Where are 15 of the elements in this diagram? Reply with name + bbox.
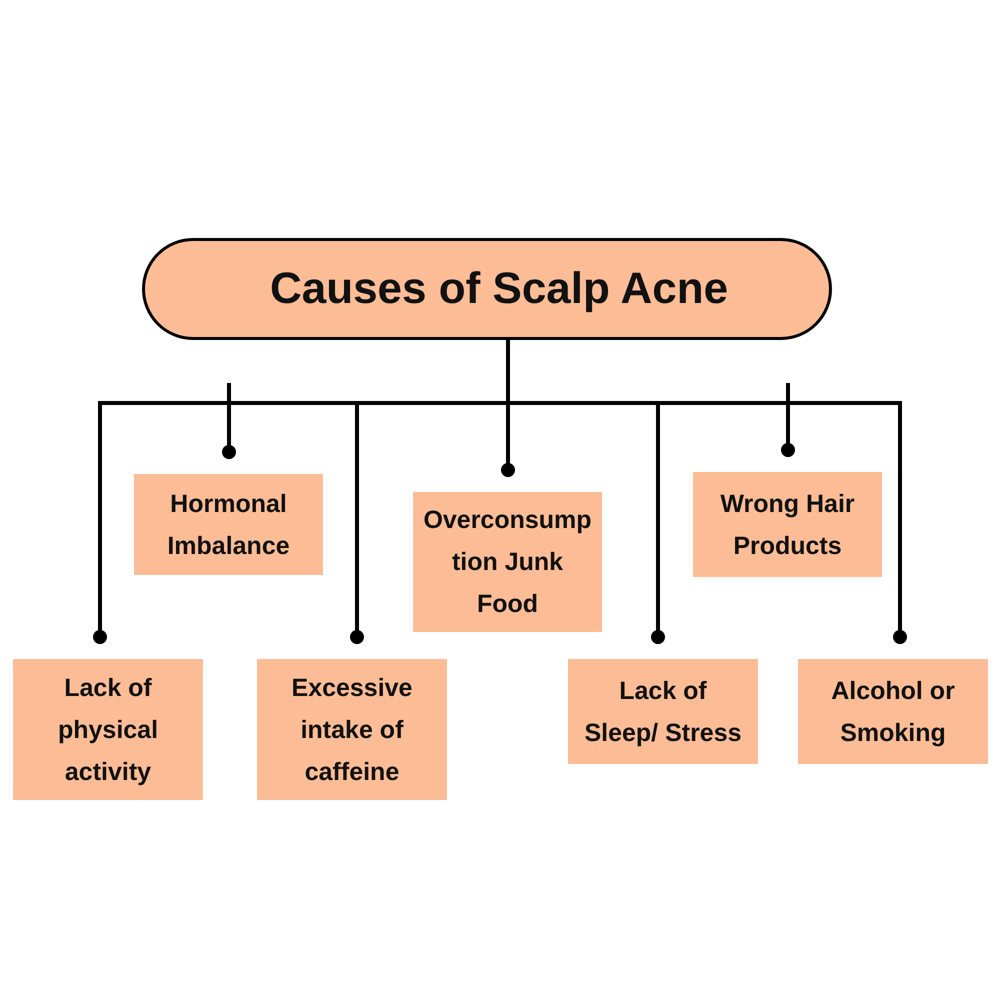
cause-label: Hormonal Imbalance: [166, 488, 291, 562]
cause-box: [257, 659, 447, 800]
cause-label: Alcohol or Smoking: [830, 676, 956, 748]
cause-label: Wrong Hair Products: [719, 488, 856, 562]
cause-box: [568, 659, 758, 764]
cause-box: [134, 474, 323, 575]
title-text: Causes of Scalp Acne: [268, 262, 730, 315]
cause-label: Overconsumption Junk Food: [422, 505, 593, 620]
cause-box: [413, 492, 602, 632]
cause-box: [693, 472, 882, 577]
cause-label: Lack of physical activity: [56, 672, 160, 788]
cause-label: Excessive intake of caffeine: [290, 672, 414, 788]
cause-label: Lack of Sleep/ Stress: [583, 676, 743, 748]
cause-box: [13, 659, 203, 800]
cause-box: [798, 659, 988, 764]
